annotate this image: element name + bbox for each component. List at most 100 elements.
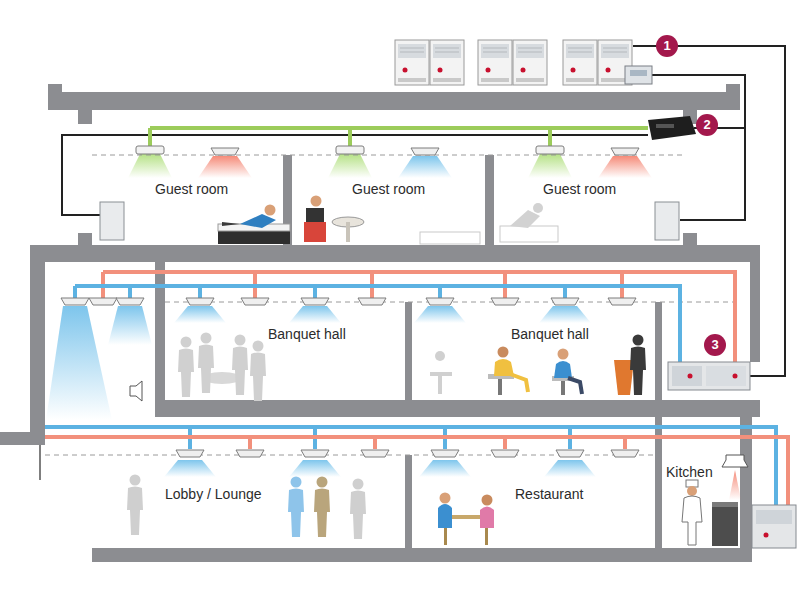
kitchen-figures — [682, 496, 702, 545]
control-wire — [62, 135, 648, 215]
room-label: Guest room — [155, 181, 228, 197]
callout-number: 1 — [663, 39, 670, 53]
outdoor-unit — [756, 510, 792, 524]
refrigerant-pipe — [45, 437, 788, 505]
hydro-unit — [656, 124, 674, 128]
banquet-figures — [561, 381, 565, 395]
building-walls — [78, 110, 92, 124]
lobby-figures — [314, 477, 330, 538]
air-flow — [398, 156, 452, 178]
cassette-unit — [491, 298, 519, 305]
outdoor-unit — [513, 40, 547, 85]
banquet-figures — [250, 341, 266, 402]
callout-number: 2 — [703, 118, 710, 132]
room-area: Kitchen — [662, 445, 740, 548]
speaker-symbol — [130, 381, 142, 401]
banquet-figures — [438, 376, 442, 394]
air-flow — [328, 154, 372, 178]
guest-room-figures — [222, 222, 240, 226]
building-walls — [30, 262, 45, 432]
air-flow — [289, 306, 341, 323]
wall-mounted-unit — [336, 146, 364, 154]
cassette-unit — [411, 148, 439, 155]
cassette-unit — [426, 298, 454, 305]
outdoor-unit — [430, 40, 464, 85]
building-walls — [48, 92, 740, 110]
banquet-figures — [558, 349, 569, 360]
outdoor-unit — [563, 40, 597, 85]
wall-mounted-unit — [136, 146, 164, 154]
air-flow — [198, 156, 252, 178]
refrigerant-pipe — [75, 286, 680, 362]
room-area: Guest room — [92, 155, 283, 245]
speaker-symbol — [130, 381, 142, 401]
air-flow — [419, 460, 471, 477]
building-walls — [78, 233, 92, 247]
guest-room-figures — [240, 214, 276, 228]
air-flow — [414, 306, 466, 323]
outdoor-unit — [752, 505, 796, 548]
guest-room-figures — [265, 205, 276, 216]
radiator-unit — [655, 202, 679, 240]
cassette-unit — [611, 450, 639, 457]
room-label: Kitchen — [666, 464, 713, 480]
banquet-figures — [554, 361, 572, 378]
kitchen-figures — [682, 480, 738, 546]
banquet-figures — [630, 335, 646, 396]
kitchen-figures — [712, 502, 738, 507]
cassette-unit — [551, 298, 579, 305]
cassette-unit — [241, 298, 269, 305]
cassette-unit — [361, 450, 389, 457]
room-label: Banquet hall — [511, 326, 589, 342]
air-flow — [46, 306, 112, 420]
air-handling-unit — [668, 362, 750, 390]
room-area: Restaurant — [412, 455, 655, 548]
building-wall-line — [39, 445, 41, 480]
hydro-unit — [648, 116, 696, 140]
refrigerant-pipe — [75, 286, 565, 298]
guest-room-figures — [304, 222, 326, 242]
guest-room-figures — [311, 196, 322, 207]
room-label: Banquet hall — [268, 326, 346, 342]
hydro-unit — [648, 116, 696, 140]
branch-box — [625, 66, 652, 84]
cassette-unit — [608, 298, 636, 305]
radiator-unit — [100, 202, 679, 240]
callout-circle: 1 — [656, 35, 678, 57]
control-wire — [633, 46, 785, 376]
building-walls — [92, 548, 752, 562]
building-walls — [683, 233, 697, 247]
air-flow — [128, 154, 172, 178]
refrigerant-pipe — [150, 126, 648, 130]
building-walls — [405, 302, 412, 400]
outdoor-unit — [478, 40, 512, 85]
cassette-unit — [116, 298, 144, 305]
guest-room-figures — [420, 232, 480, 244]
control-wire — [680, 128, 745, 220]
building-walls — [750, 262, 760, 362]
banquet-figures — [510, 374, 528, 392]
restaurant-figures — [480, 507, 494, 529]
restaurant-figures — [482, 495, 493, 506]
outdoor-unit — [752, 505, 796, 548]
outdoor-unit — [764, 533, 769, 538]
room-area: Banquet hall — [412, 302, 655, 400]
lobby-figures — [350, 479, 366, 540]
room-area: Lobby / Lounge — [45, 455, 405, 548]
callout-number: 3 — [711, 338, 718, 352]
air-flow — [174, 306, 226, 323]
room-label: Guest room — [352, 181, 425, 197]
building-walls — [726, 84, 740, 94]
lobby-figures — [127, 475, 366, 540]
banquet-figures — [178, 333, 646, 402]
room-area: Banquet hall — [165, 302, 405, 400]
building-walls — [0, 432, 45, 445]
room-label: Restaurant — [515, 486, 583, 502]
air-flow — [528, 154, 572, 178]
air-handling-unit — [688, 374, 693, 379]
building-walls — [155, 400, 760, 417]
building-walls — [405, 455, 412, 548]
